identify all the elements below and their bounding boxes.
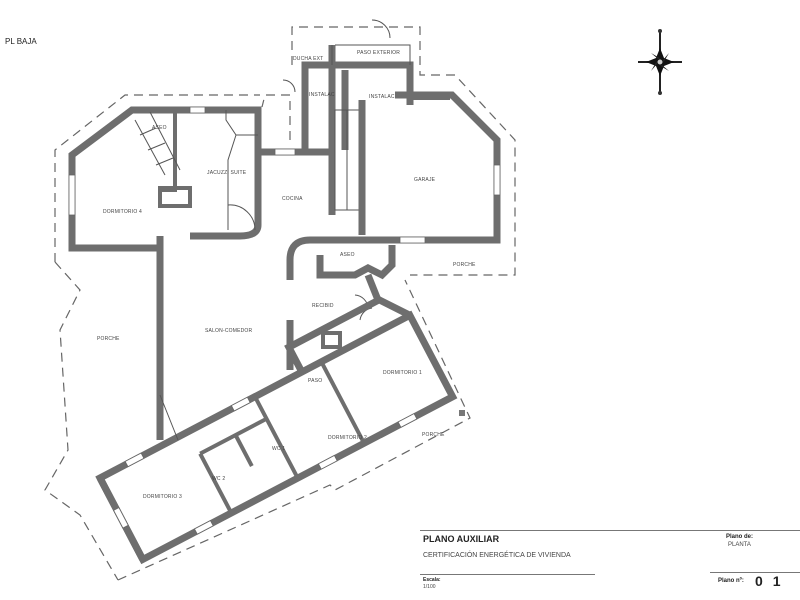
room-label: DUCHA EXT [293,56,323,62]
room-label: DORMITORIO 1 [383,370,422,376]
plan-subtitle: CERTIFICACIÓN ENERGÉTICA DE VIVIENDA [423,552,571,559]
room-label: SALON-COMEDOR [205,328,253,334]
sheet-label: PL BAJA [5,37,37,46]
walls-garaje [286,91,501,280]
room-label: DORMITORIO 2 [328,435,367,441]
room-label: DORMITORIO 4 [103,209,142,215]
escala-value: 1/100 [423,584,436,590]
porch-outlines [44,26,516,581]
compass-rose-icon [638,29,682,95]
walls-bedroom-wing [95,295,458,565]
room-label: GARAJE [414,177,436,183]
plano-n-value: 01 [755,573,791,589]
room-label: ASEO [152,125,167,131]
room-label: JACUZZI SUITE [207,170,247,176]
room-label: PORCHE [97,336,120,342]
room-label: WC 1 [272,446,285,452]
room-label: RECIBID [312,303,334,309]
room-label: DORMITORIO 3 [143,494,182,500]
room-label: INSTALAC [369,94,395,100]
room-label: PORCHE [453,262,476,268]
room-label: COCINA [282,196,303,202]
room-label: PASO EXTERIOR [357,50,400,56]
stairs [334,109,361,211]
room-label: ASEO [340,252,355,258]
room-label: WC 2 [212,476,225,482]
room-labels: DUCHA EXT PASO EXTERIOR INSTALAC INSTALA… [97,50,476,500]
plano-de-label: Plano de: [726,534,754,540]
escala-label: Escala: [423,577,441,583]
room-label: PASO [308,378,322,384]
room-label: PORCHE [422,432,445,438]
walls-dormitorio-4-wing [68,106,262,440]
room-label: INSTALAC [309,92,335,98]
walls-center-north [258,19,414,235]
plano-de-value: PLANTA [728,542,751,548]
plano-n-label: Plano nº: [718,578,744,584]
plan-title: PLANO AUXILIAR [423,534,500,544]
